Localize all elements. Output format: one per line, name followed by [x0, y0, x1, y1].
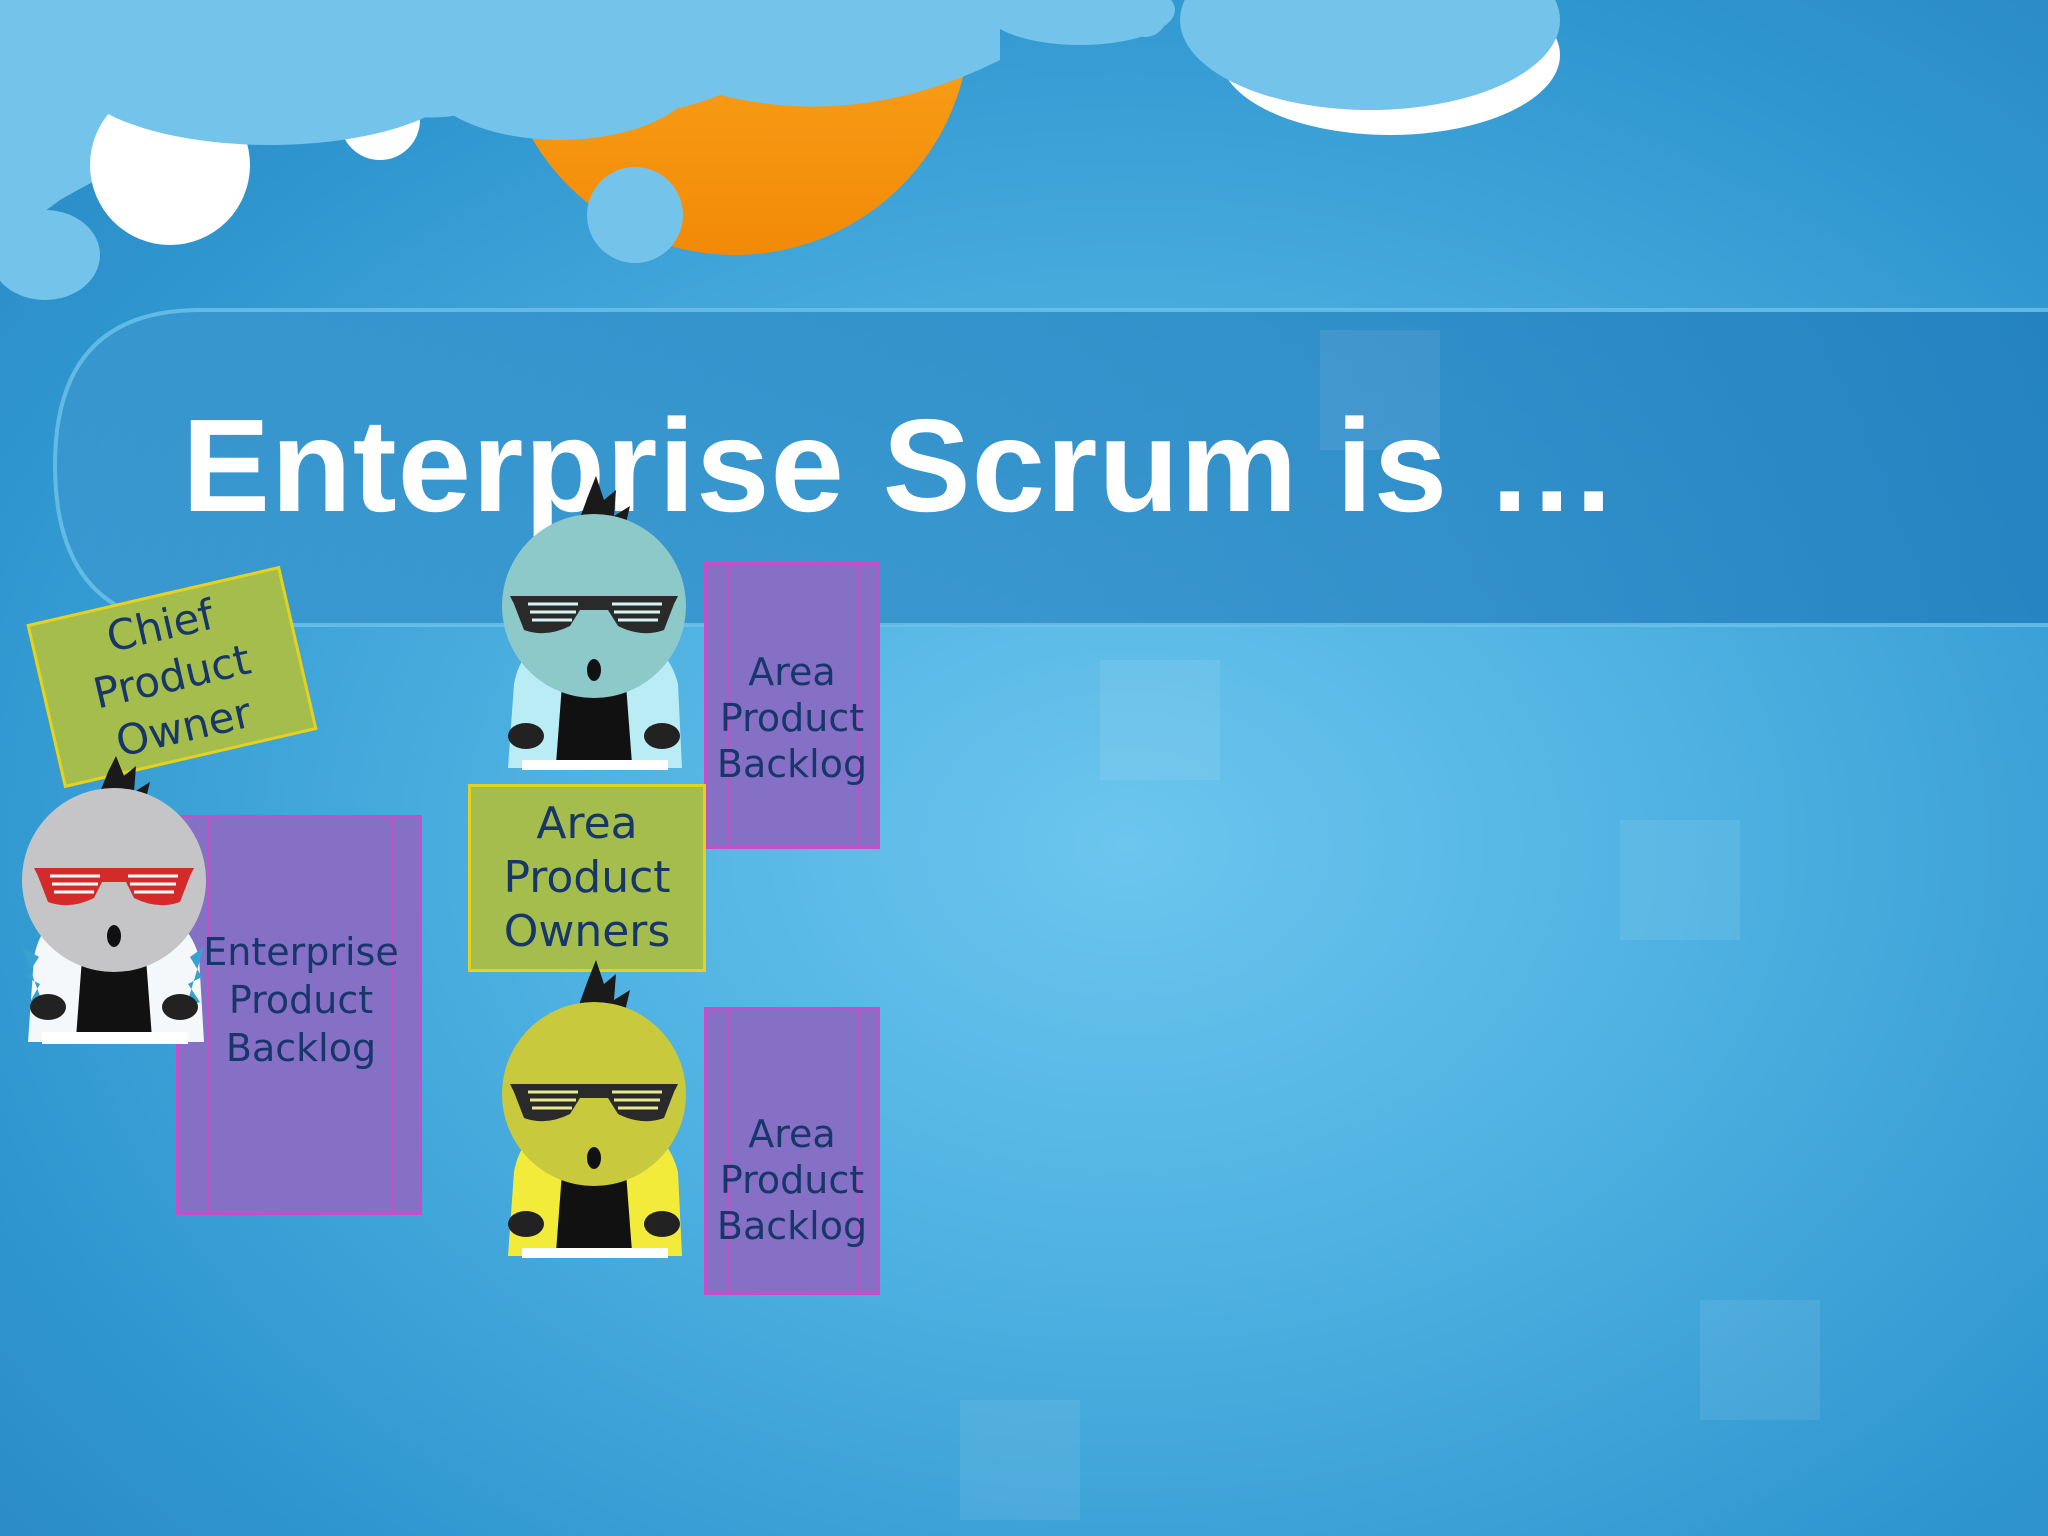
glasses-icon — [510, 1084, 678, 1122]
chief-product-owner-character-icon — [22, 756, 206, 1044]
area-product-owner-bottom-character-icon — [502, 960, 686, 1258]
enterprise-product-backlog-label: Enterprise Product Backlog — [196, 925, 406, 1075]
backlog-line: Backlog — [225, 1026, 377, 1070]
slide-title: Enterprise Scrum is … — [182, 392, 1619, 539]
glasses-icon — [34, 868, 194, 906]
area-product-backlog-bottom-label: Area Product Backlog — [704, 1107, 880, 1252]
backlog-line: Backlog — [716, 741, 868, 786]
area-product-backlog-bottom — [704, 1007, 880, 1295]
backlog-line: Enterprise — [203, 930, 399, 974]
backlog-line: Area — [748, 1111, 836, 1156]
note-line: Product — [503, 852, 671, 903]
area-product-backlog-top-label: Area Product Backlog — [704, 645, 880, 790]
backlog-line: Product — [228, 978, 374, 1022]
glasses-icon — [510, 596, 678, 634]
note-line: Area — [536, 798, 638, 849]
area-product-backlog-top — [704, 562, 880, 849]
area-product-owners-note: Area Product Owners — [468, 784, 706, 972]
cloud-right-icon — [985, 0, 1560, 135]
area-product-owner-top-character-icon — [502, 476, 686, 770]
enterprise-product-backlog — [176, 815, 422, 1215]
cloud-left-icon — [0, 0, 1000, 300]
note-line: Owners — [503, 906, 671, 957]
backlog-line: Backlog — [716, 1203, 868, 1248]
backlog-line: Product — [719, 1157, 865, 1202]
backlog-line: Product — [719, 695, 865, 740]
backlog-line: Area — [748, 649, 836, 694]
